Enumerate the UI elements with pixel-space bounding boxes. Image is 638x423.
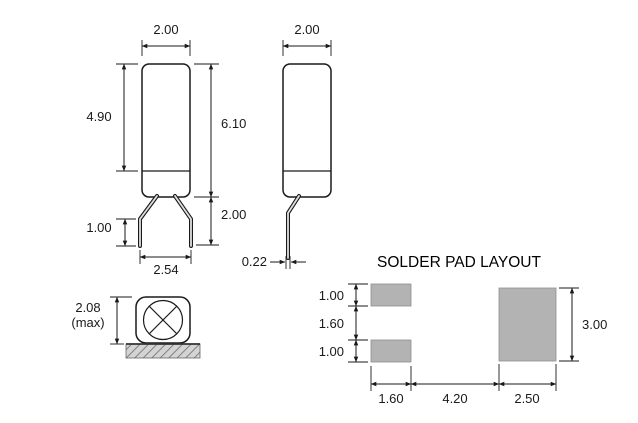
- pad-top-height-label: 1.00: [319, 288, 344, 303]
- solder-pad-top: [370, 283, 412, 307]
- pad-to-pad-label: 4.20: [442, 391, 467, 406]
- side-view: 2.00 0.22: [242, 22, 332, 269]
- body-height-label: 6.10: [221, 116, 246, 131]
- solder-pad-layout: SOLDER PAD LAYOUT 1.00 1.60 1.00 3.00 1.…: [319, 254, 608, 406]
- lead-thickness-label: 0.22: [242, 254, 267, 269]
- seated-height-label: 2.08: [75, 300, 100, 315]
- front-body-width-label: 2.00: [153, 22, 178, 37]
- side-body-width-label: 2.00: [294, 22, 319, 37]
- lead-pitch-label: 2.54: [153, 262, 178, 277]
- side-lead-fill: [287, 195, 300, 259]
- front-lead-right: [173, 194, 193, 248]
- side-body-outline: [282, 63, 332, 198]
- solder-pad-bottom: [370, 339, 412, 363]
- seated-height-qualifier-label: (max): [71, 315, 104, 330]
- solder-pad-layout-title: SOLDER PAD LAYOUT: [377, 254, 541, 271]
- front-lead-left: [138, 194, 159, 248]
- pad-bottom-height-label: 1.00: [319, 344, 344, 359]
- pad-gap-label: 1.60: [319, 316, 344, 331]
- large-pad-height-label: 3.00: [582, 317, 607, 332]
- large-pad-width-label: 2.50: [514, 391, 539, 406]
- front-view: 2.00 4.90 6.10 2.00 1.00 2.54: [86, 22, 246, 277]
- front-body-outline: [141, 63, 191, 198]
- can-end-circle: [142, 299, 184, 341]
- seated-view: 2.08 (max): [71, 296, 201, 359]
- front-lead-left-fill: [139, 195, 158, 247]
- lead-length-label: 2.00: [221, 207, 246, 222]
- pcb-board: [125, 343, 201, 359]
- lead-straight-label: 1.00: [86, 220, 111, 235]
- front-lead-right-fill: [174, 195, 192, 247]
- can-cross-line: [149, 306, 177, 334]
- crystal-height-label: 4.90: [86, 109, 111, 124]
- solder-pad-large: [498, 287, 557, 362]
- pad-width-label: 1.60: [378, 391, 403, 406]
